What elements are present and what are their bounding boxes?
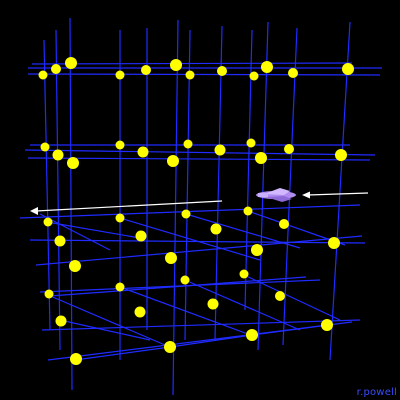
lattice-node	[52, 149, 64, 161]
lattice-node	[249, 71, 259, 81]
lattice-node	[183, 139, 193, 149]
lattice-lines	[19, 17, 382, 396]
lattice-node	[43, 217, 53, 227]
lattice-node	[181, 209, 191, 219]
lattice-node	[38, 70, 48, 80]
lattice-node	[279, 219, 289, 229]
lattice-node	[40, 142, 50, 152]
lattice-node	[288, 68, 298, 78]
lattice-node	[164, 341, 176, 353]
lattice-node	[275, 291, 285, 301]
lattice-node	[44, 289, 54, 299]
lattice-node	[165, 252, 177, 264]
lattice-node	[54, 235, 66, 247]
lattice-node	[207, 298, 219, 310]
lattice-node	[217, 66, 227, 76]
lattice-node	[69, 260, 81, 272]
arrows	[30, 191, 369, 215]
lattice-node	[321, 319, 333, 331]
lattice-node	[261, 61, 273, 73]
lattice-node	[180, 275, 190, 285]
lattice-node	[115, 70, 125, 80]
lattice-node	[210, 223, 222, 235]
lattice-node	[70, 353, 82, 365]
lattice-nodes	[38, 57, 354, 365]
lattice-node	[335, 149, 347, 161]
lattice-node	[251, 244, 263, 256]
lattice-node	[342, 63, 354, 75]
lattice-node	[55, 315, 67, 327]
credit-label: r.powell	[356, 387, 397, 398]
lattice-node	[141, 65, 151, 75]
lattice-node	[255, 152, 267, 164]
lattice-node	[246, 138, 256, 148]
arrow-left-icon	[30, 200, 223, 215]
lattice-node	[135, 230, 147, 242]
lattice-node	[115, 140, 125, 150]
lattice-node	[246, 329, 258, 341]
spaceship-icon	[256, 188, 296, 202]
lattice-node	[214, 144, 226, 156]
lattice-node	[170, 59, 182, 71]
lattice-node	[167, 155, 179, 167]
lattice-node	[134, 306, 146, 318]
lattice-node	[67, 157, 79, 169]
lattice-node	[51, 64, 61, 74]
lattice-node	[65, 57, 77, 69]
lattice-node	[284, 144, 294, 154]
lattice-node	[137, 146, 149, 158]
lattice-node	[239, 269, 249, 279]
arrow-left-icon	[302, 191, 369, 199]
lattice-node	[328, 237, 340, 249]
lattice-node	[115, 282, 125, 292]
lattice-node	[115, 213, 125, 223]
lattice-node	[185, 70, 195, 80]
lattice-node	[243, 206, 253, 216]
